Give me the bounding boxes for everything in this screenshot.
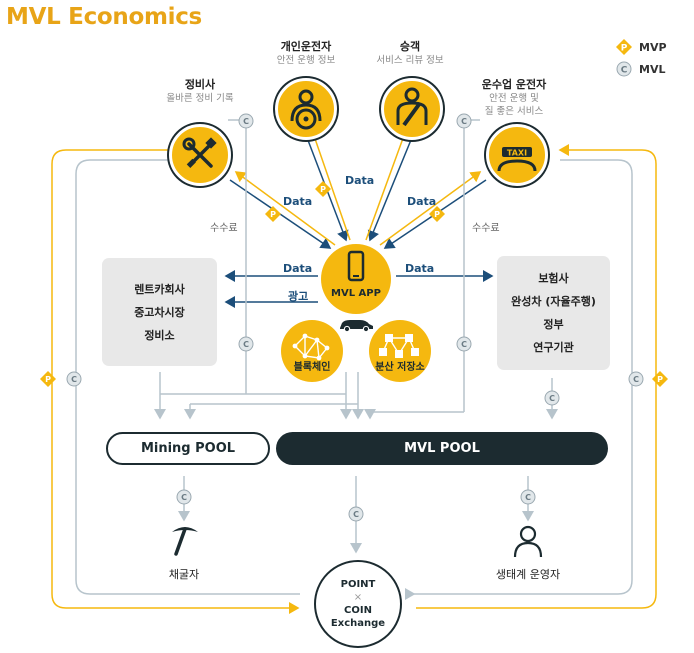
legend: P MVP C MVL [616, 36, 667, 80]
legend-mvp-label: MVP [639, 40, 667, 54]
svg-text:C: C [621, 66, 628, 76]
svg-text:C: C [461, 340, 467, 349]
flow-label-data-h-left: Data [283, 262, 313, 275]
car-icon [340, 320, 373, 333]
partner-repair-shop: 정비소 [144, 328, 175, 342]
mvl-pool: MVL POOL [276, 432, 608, 465]
transport-driver-node: TAXI [486, 124, 548, 186]
svg-text:P: P [621, 44, 628, 54]
mvp-token-icon: P [616, 39, 632, 55]
driver-node [275, 78, 337, 140]
svg-text:P: P [45, 375, 51, 384]
mechanic-title: 정비사 [184, 78, 216, 91]
legend-mvl: C MVL [616, 58, 667, 80]
blockchain-node [281, 320, 343, 382]
operator-label: 생태계 운영자 [495, 568, 561, 581]
page-title: MVL Economics [6, 4, 202, 30]
transport-driver-title: 운수업 운전자 [481, 78, 547, 91]
partner-insurance: 보험사 [538, 272, 569, 285]
svg-text:C: C [243, 340, 249, 349]
fee-label-right: 수수료 [472, 223, 500, 234]
svg-text:C: C [243, 117, 249, 126]
passenger-seatbelt-icon [396, 87, 428, 127]
passenger-title: 승객 [399, 40, 421, 53]
driver-title: 개인운전자 [280, 40, 332, 53]
taxi-icon: TAXI [497, 147, 537, 172]
partners-left-box: 렌트카회사 중고차시장 정비소 [102, 258, 217, 366]
blockchain-network-icon [292, 333, 330, 361]
exchange-times: × [353, 592, 363, 603]
exchange-label: Exchange [330, 618, 386, 629]
operator-person-icon [513, 525, 543, 558]
wrench-screwdriver-icon [182, 137, 217, 168]
blockchain-label: 블록체인 [293, 362, 331, 373]
legend-mvp: P MVP [616, 36, 667, 58]
miner-label: 채굴자 [168, 568, 200, 581]
svg-text:C: C [71, 375, 77, 384]
flow-label-data-right: Data [407, 195, 437, 208]
mechanic-sub: 올바른 정비 기록 [166, 93, 234, 104]
passenger-node [381, 78, 443, 140]
passenger-sub: 서비스 리뷰 정보 [376, 55, 444, 66]
mvl-app-label: MVL APP [331, 288, 381, 299]
exchange-point: POINT [340, 579, 376, 590]
mvl-coin-icon: C [616, 61, 632, 77]
taxi-sign-text: TAXI [507, 149, 527, 158]
exchange-coin: COIN [344, 605, 372, 616]
storage-label: 분산 저장소 [375, 362, 425, 373]
svg-text:C: C [461, 117, 467, 126]
smartphone-icon [347, 250, 365, 282]
point-coin-exchange: POINT × COIN Exchange [314, 560, 402, 648]
flow-label-data-left: Data [283, 195, 313, 208]
transport-driver-sub1: 안전 운행 및 [489, 93, 539, 104]
driver-steering-icon [290, 89, 322, 130]
storage-node [369, 320, 431, 382]
legend-mvl-label: MVL [639, 62, 666, 76]
mechanic-node [169, 124, 231, 186]
partner-oem: 완성차 (자율주행) [511, 295, 596, 308]
partner-rental: 렌트카회사 [134, 282, 185, 296]
partner-government: 정부 [543, 318, 564, 331]
partner-research: 연구기관 [533, 341, 574, 354]
transport-driver-sub2: 질 좋은 서비스 [484, 106, 544, 117]
svg-text:P: P [657, 375, 663, 384]
partners-right-box: 보험사 완성차 (자율주행) 정부 연구기관 [497, 256, 610, 370]
flow-label-data-h-right: Data [405, 262, 435, 275]
flow-label-data-top: Data [345, 174, 375, 187]
svg-text:P: P [320, 185, 326, 194]
svg-text:C: C [181, 493, 187, 502]
flow-label-ad: 광고 [288, 290, 309, 303]
partner-used-car: 중고차시장 [134, 305, 185, 319]
distributed-storage-icon [379, 334, 419, 358]
svg-text:C: C [549, 394, 555, 403]
svg-text:P: P [434, 210, 440, 219]
driver-sub: 안전 운행 정보 [276, 55, 336, 66]
svg-text:C: C [353, 510, 359, 519]
fee-label-left: 수수료 [210, 223, 238, 234]
svg-text:C: C [525, 493, 531, 502]
mvl-app-node [321, 244, 391, 314]
mining-pool: Mining POOL [106, 432, 270, 465]
svg-text:P: P [270, 210, 276, 219]
pickaxe-icon [172, 527, 198, 556]
svg-text:C: C [633, 375, 639, 384]
